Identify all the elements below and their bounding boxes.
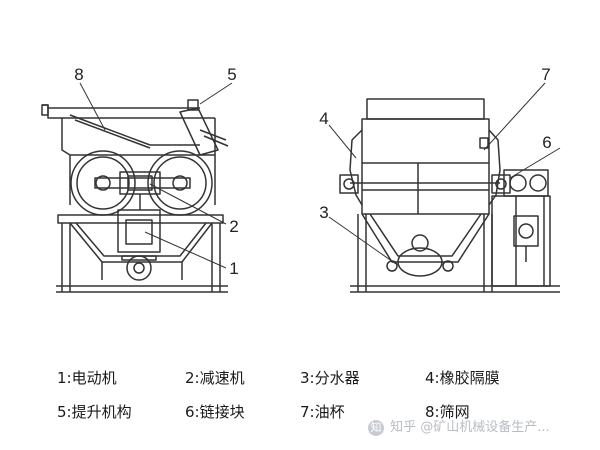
- right-view: [328, 82, 561, 293]
- left-leaders: [79, 82, 233, 269]
- zhihu-logo-icon: 知: [368, 419, 384, 436]
- watermark: 知 知乎 @矿山机械设备生产...: [368, 416, 550, 436]
- water-distributor: [361, 213, 490, 277]
- left-view: [41, 82, 233, 293]
- legend-reducer: 2:减速机: [185, 369, 245, 387]
- screen-mesh: [69, 114, 200, 149]
- left-drum: [70, 150, 136, 216]
- left-trough-body: [41, 104, 216, 205]
- legend-screen-mesh: 8:筛网: [425, 403, 470, 421]
- legend-rubber-diaphragm: 4:橡胶隔膜: [425, 369, 500, 387]
- legend-oil-cup: 7:油杯: [300, 403, 345, 421]
- callout-8: 8: [74, 65, 83, 84]
- callout-4: 4: [319, 109, 328, 128]
- legend-lifting-mechanism: 5:提升机构: [57, 403, 132, 421]
- right-frame: [350, 214, 560, 293]
- right-leaders: [328, 82, 561, 265]
- reducer: [94, 171, 191, 210]
- watermark-text: 知乎 @矿山机械设备生产...: [390, 420, 550, 435]
- right-drum: [147, 150, 213, 216]
- legend-water-distributor: 3:分水器: [300, 369, 360, 387]
- lifting-mechanism: [179, 99, 229, 156]
- chain-link-block: [491, 169, 551, 287]
- legend-motor: 1:电动机: [57, 369, 117, 387]
- callout-1: 1: [229, 259, 238, 278]
- jig-machine-drawing: 8 5 2 1 7 4 6 3: [41, 65, 561, 293]
- left-frame: [56, 214, 228, 293]
- callout-7: 7: [541, 65, 550, 84]
- rubber-diaphragm: [339, 129, 363, 206]
- oil-cup: [479, 129, 511, 206]
- legend-chain-link-block: 6:链接块: [185, 403, 245, 421]
- callout-5: 5: [227, 65, 236, 84]
- motor: [117, 209, 161, 281]
- callout-3: 3: [319, 203, 328, 222]
- right-top-box: [350, 98, 500, 215]
- callout-2: 2: [229, 217, 238, 236]
- callout-6: 6: [542, 133, 551, 152]
